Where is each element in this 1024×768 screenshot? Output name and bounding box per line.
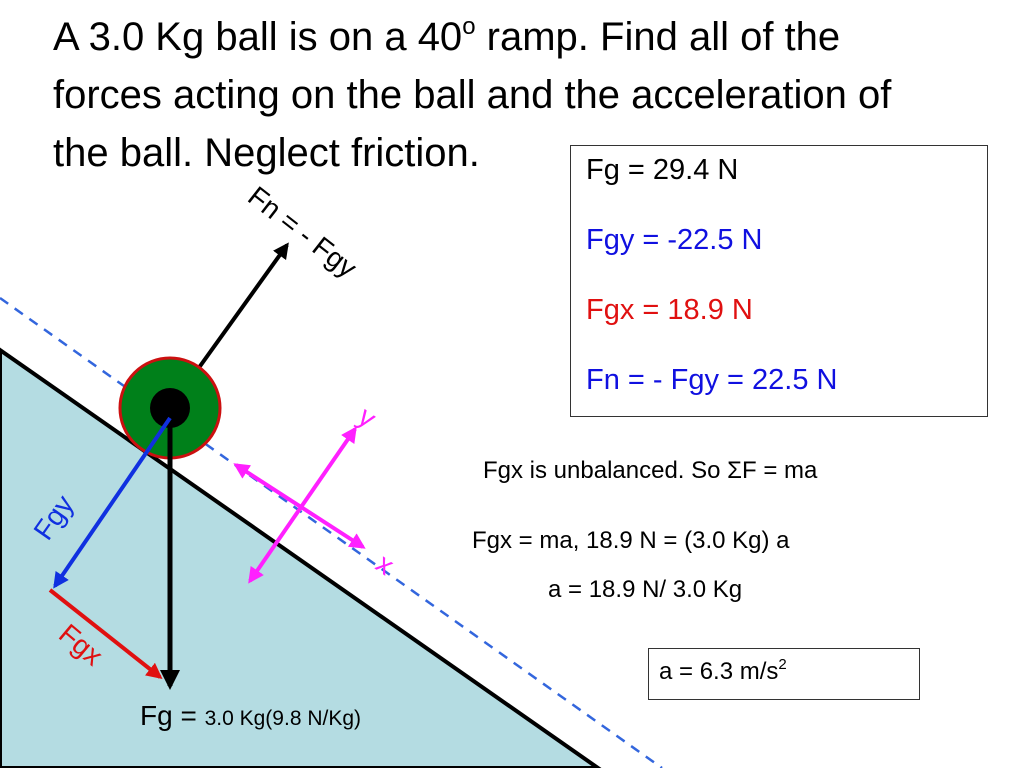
degree-superscript: o bbox=[462, 13, 476, 40]
fgy-arrow bbox=[53, 416, 172, 589]
y-axis-arrow bbox=[248, 426, 357, 584]
problem-statement: A 3.0 Kg ball is on a 40o ramp. Find all… bbox=[53, 8, 1013, 182]
given-fn: Fn = - Fgy = 22.5 N bbox=[586, 364, 838, 396]
problem-line-2: forces acting on the ball and the accele… bbox=[53, 73, 892, 117]
solution-line-1: Fgx is unbalanced. So ΣF = ma bbox=[483, 457, 818, 484]
given-fgy: Fgy = -22.5 N bbox=[586, 224, 763, 256]
solution-line-2: Fgx = ma, 18.9 N = (3.0 Kg) a bbox=[472, 527, 790, 554]
given-fgx: Fgx = 18.9 N bbox=[586, 294, 753, 326]
sigma-symbol: Σ bbox=[727, 457, 742, 484]
gravity-force-label: Fg = 3.0 Kg(9.8 N/Kg) bbox=[140, 700, 362, 731]
problem-line-1: A 3.0 Kg ball is on a 40o ramp. Find all… bbox=[53, 13, 841, 60]
given-values-box: Fg = 29.4 N Fgy = -22.5 N Fgx = 18.9 N F… bbox=[570, 145, 988, 417]
answer-box: a = 6.3 m/s2 bbox=[648, 648, 920, 700]
y-axis-label: y bbox=[353, 401, 382, 434]
fn-label: Fn = - Fgy bbox=[242, 180, 362, 283]
given-fg: Fg = 29.4 N bbox=[586, 154, 739, 186]
problem-line-3: the ball. Neglect friction. bbox=[53, 131, 480, 175]
solution-line-3: a = 18.9 N/ 3.0 Kg bbox=[548, 576, 743, 603]
fgx-arrow bbox=[48, 588, 163, 679]
